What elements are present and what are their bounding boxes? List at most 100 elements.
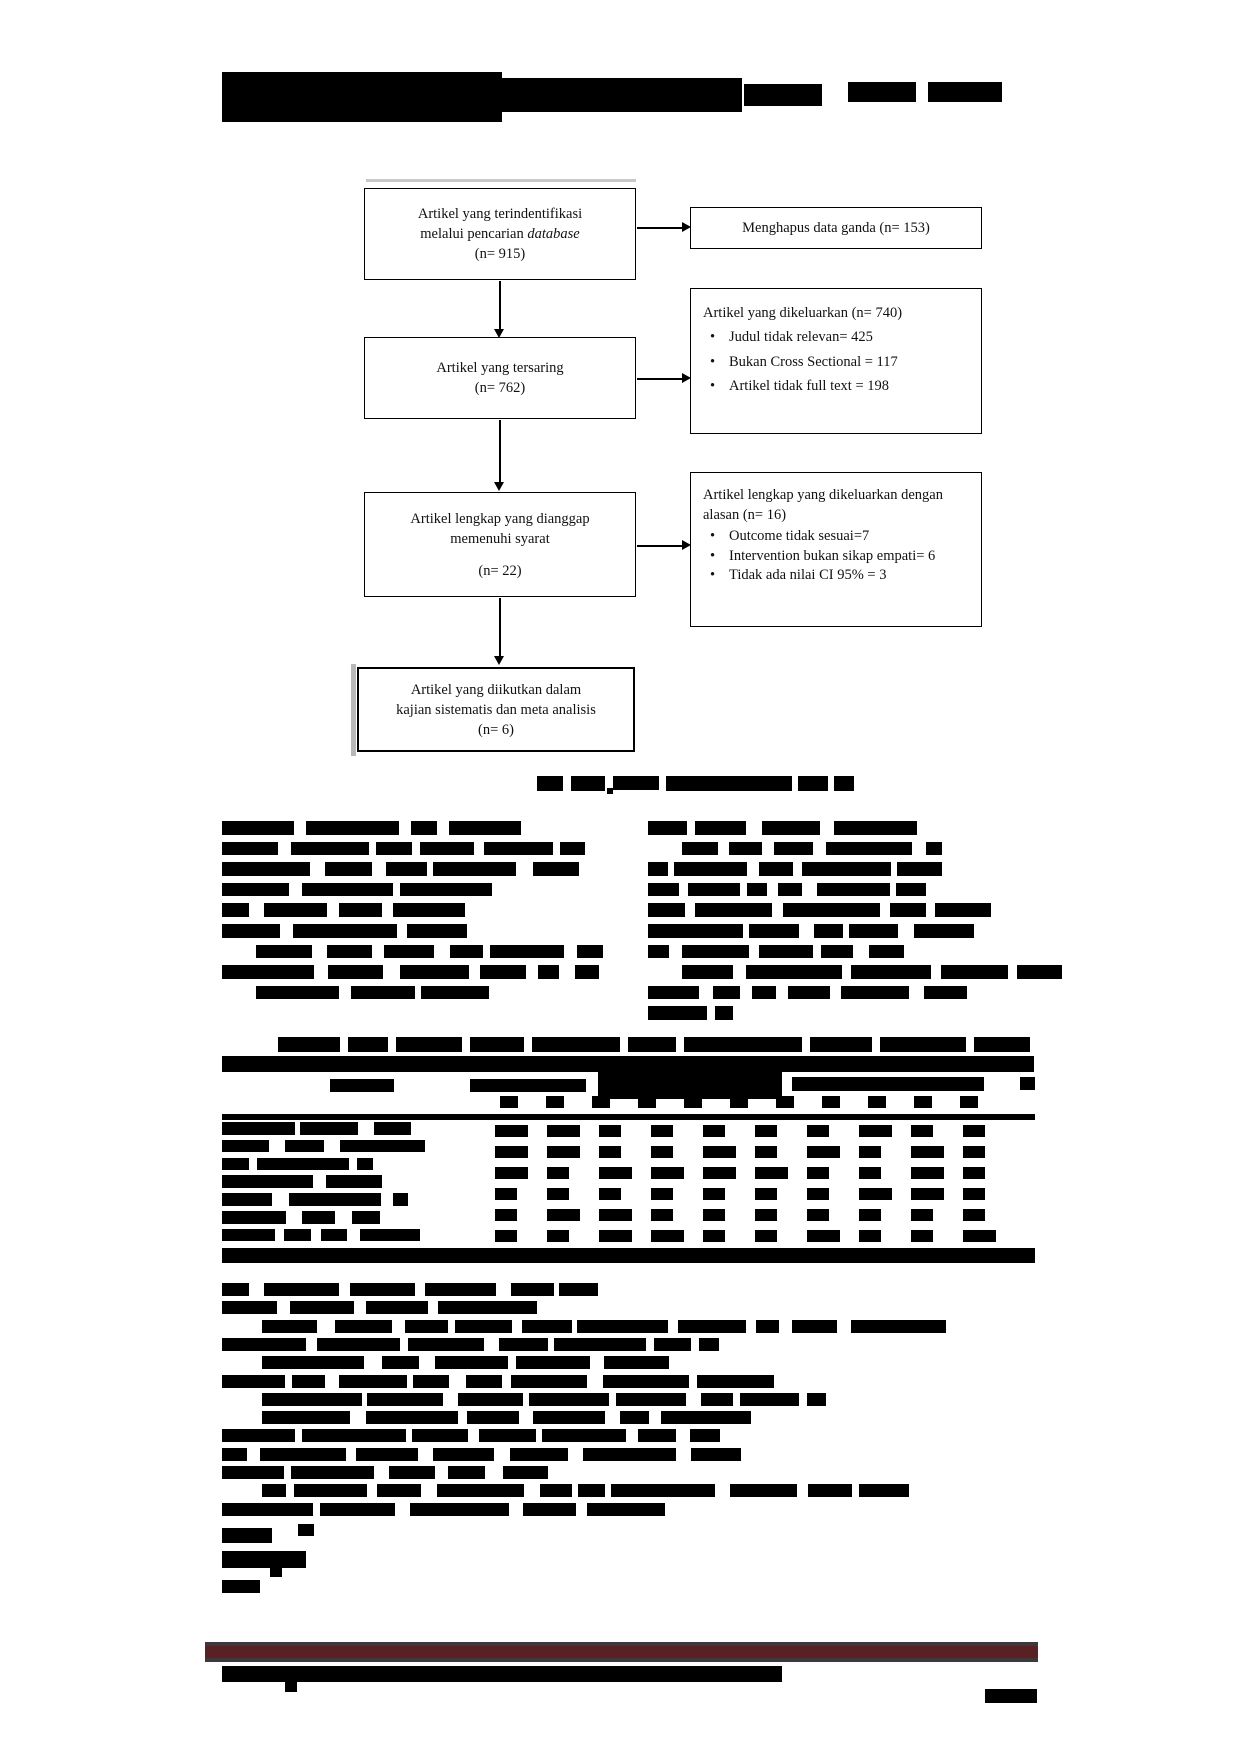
redaction-bar <box>432 1447 494 1461</box>
redaction-bar <box>807 1167 829 1179</box>
redaction-bar <box>222 1466 285 1479</box>
redaction-bar <box>849 924 899 938</box>
identified-count: (n= 915) <box>474 246 526 262</box>
redaction-bar <box>963 1209 985 1221</box>
redaction-bar <box>222 1228 275 1242</box>
redaction-bar <box>911 1230 933 1242</box>
redaction-bar <box>859 1209 881 1221</box>
redaction-bar <box>788 985 830 1000</box>
redaction-bar <box>420 841 474 856</box>
redaction-bar <box>502 1466 549 1479</box>
redaction-bar <box>376 841 412 856</box>
redaction-bar <box>360 1228 421 1242</box>
redaction-bar <box>222 862 311 876</box>
redaction-bar <box>222 1114 1035 1120</box>
redaction-bar <box>222 1580 260 1593</box>
redaction-bar <box>682 841 718 856</box>
eligible-count: (n= 22) <box>478 562 522 579</box>
redaction-bar <box>911 1167 944 1179</box>
redaction-bar <box>537 776 563 791</box>
redaction-bar <box>222 903 249 917</box>
identified-line2-text: melalui pencarian <box>420 226 528 242</box>
redaction-bar <box>222 882 290 897</box>
redaction-bar <box>356 1447 419 1461</box>
redaction-bar <box>697 1374 774 1388</box>
redaction-bar <box>495 1209 517 1221</box>
redaction-bar <box>762 821 821 835</box>
redaction-bar <box>222 1447 248 1461</box>
redaction-bar <box>651 1167 684 1179</box>
redaction-bar <box>339 1374 407 1388</box>
redaction-bar <box>859 1146 881 1158</box>
redaction-bar <box>911 1125 933 1137</box>
flow-box-eligible: Artikel lengkap yang dianggap memenuhi s… <box>364 492 636 597</box>
redaction-bar <box>284 1139 325 1153</box>
redaction-bar <box>628 1037 676 1052</box>
fulltext-excluded-reason-1: Outcome tidak sesuai=7 <box>703 527 973 547</box>
redaction-bar <box>880 1037 966 1052</box>
redaction-bar <box>547 1188 569 1200</box>
redaction-bar <box>366 1301 429 1315</box>
redaction-bar <box>539 1484 573 1498</box>
redaction-bar <box>651 1209 673 1221</box>
redaction-bar <box>301 1429 407 1443</box>
arrowhead-right-1-icon <box>682 222 691 232</box>
redaction-bar <box>559 841 586 856</box>
redaction-bar <box>389 1466 435 1479</box>
redaction-bar <box>289 1193 382 1206</box>
duplicates-label: Menghapus data ganda (n= 153) <box>742 220 930 236</box>
redaction-bar <box>577 1484 606 1498</box>
arrow-identified-to-screened <box>499 281 501 330</box>
included-line2: kajian sistematis dan meta analisis <box>396 701 596 718</box>
redaction-bar <box>928 82 1002 102</box>
redaction-bar <box>700 1392 734 1406</box>
redaction-bar <box>291 841 370 856</box>
redaction-bar <box>648 821 688 835</box>
redaction-bar <box>521 1319 573 1333</box>
redaction-bar <box>381 1356 419 1370</box>
redaction-bar <box>925 841 942 856</box>
arrowhead-down-2-icon <box>494 482 504 491</box>
redaction-bar <box>338 903 382 917</box>
identified-line2: melalui pencarian database <box>365 224 635 244</box>
redaction-bar <box>449 944 484 959</box>
redaction-bar <box>807 1484 852 1498</box>
redaction-bar <box>703 1188 725 1200</box>
redaction-bar <box>510 1374 587 1388</box>
redaction-bar <box>278 1037 340 1052</box>
redaction-bar <box>586 1502 665 1516</box>
redaction-bar <box>290 1301 355 1315</box>
redaction-bar <box>1016 965 1063 979</box>
redaction-bar <box>293 924 397 938</box>
redaction-bar <box>703 1146 736 1158</box>
redaction-bar <box>850 965 931 979</box>
redaction-bar <box>674 862 748 876</box>
redaction-bar <box>262 1484 286 1498</box>
redaction-bar <box>222 1283 250 1296</box>
redaction-bar <box>859 1125 892 1137</box>
redaction-bar <box>465 1374 502 1388</box>
redaction-bar <box>730 1096 748 1108</box>
arrow-identified-to-duplicates <box>637 227 683 229</box>
redaction-bar <box>320 1502 396 1516</box>
redaction-bar <box>807 1209 829 1221</box>
redaction-bar <box>759 944 813 959</box>
redaction-bar <box>262 1319 318 1333</box>
redaction-bar <box>749 924 800 938</box>
flow-box-fulltext-excluded: Artikel lengkap yang dikeluarkan dengan … <box>690 472 982 627</box>
redaction-bar <box>611 1484 715 1498</box>
redaction-bar <box>385 862 427 876</box>
redaction-bar <box>298 1524 314 1536</box>
redaction-bar <box>859 1484 910 1498</box>
redaction-bar <box>421 985 490 1000</box>
redaction-bar <box>825 841 913 856</box>
redaction-bar <box>285 1682 297 1692</box>
redaction-bar <box>432 862 516 876</box>
redaction-bar <box>613 776 659 790</box>
redaction-bar <box>222 1502 313 1516</box>
redaction-bar <box>897 862 943 876</box>
redaction-bar <box>620 1411 649 1425</box>
redaction-bar <box>559 1283 599 1296</box>
redaction-bar <box>821 944 854 959</box>
